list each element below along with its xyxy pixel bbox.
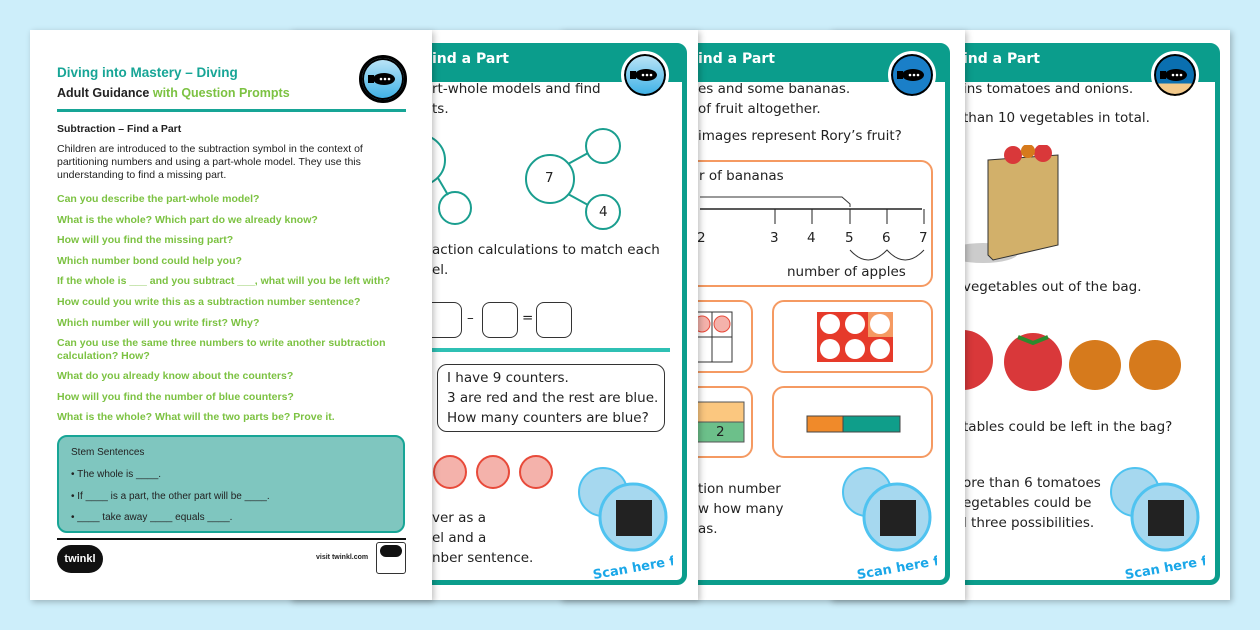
question-prompt: What is the whole? What will the two par… xyxy=(57,411,335,423)
bar-value: 2 xyxy=(716,424,725,440)
section-heading: Subtraction – Find a Part xyxy=(57,123,182,135)
stem-title: Stem Sentences xyxy=(71,447,145,458)
text-line: ore than 6 tomatoes xyxy=(963,475,1101,491)
text-line: vegetables out of the bag. xyxy=(963,279,1142,295)
number-line xyxy=(700,196,925,261)
tomato-icon xyxy=(1004,333,1062,391)
divider xyxy=(432,348,670,352)
question-prompt: How will you find the missing part? xyxy=(57,234,234,246)
text-line: ins tomatoes and onions. xyxy=(963,81,1134,97)
bubble-line: How many counters are blue? xyxy=(447,410,649,426)
grocery-bag-image xyxy=(963,145,1059,263)
stem-sentences-box: Stem Sentences • The whole is ____. • If… xyxy=(57,435,405,533)
submarine-icon xyxy=(621,51,669,99)
speech-bubble: I have 9 counters. 3 are red and the res… xyxy=(437,364,665,432)
subtitle-green: with Question Prompts xyxy=(152,86,290,100)
part-circle xyxy=(585,128,621,164)
text-line: tion number xyxy=(698,481,781,497)
page-subtitle: Adult Guidance with Question Prompts xyxy=(57,86,290,100)
qr-code-icon xyxy=(1148,500,1184,536)
bubble-line: I have 9 counters. xyxy=(447,370,569,386)
question-prompt: How will you find the number of blue cou… xyxy=(57,391,294,403)
text-line: el. xyxy=(432,262,449,278)
header-divider xyxy=(57,109,406,112)
twinkl-logo[interactable]: twinkl xyxy=(57,545,103,573)
text-line: es and some bananas. xyxy=(698,81,851,97)
text-line: action calculations to match each xyxy=(432,242,660,258)
ten-frame-option[interactable] xyxy=(772,300,933,373)
text-line: as. xyxy=(698,521,718,537)
bar-model-option[interactable]: 2 xyxy=(650,386,753,458)
tick-label: 3 xyxy=(770,230,779,246)
text-line: ts. xyxy=(432,101,449,117)
whole-value: 7 xyxy=(545,170,554,186)
cubes-option[interactable] xyxy=(772,386,933,458)
equals-sign: = xyxy=(522,310,534,326)
text-line: w how many xyxy=(698,501,784,517)
quality-badge-icon xyxy=(376,542,406,574)
tick-label: 7 xyxy=(919,230,928,246)
text-line: l three possibilities. xyxy=(963,515,1095,531)
tick-label: 2 xyxy=(697,230,706,246)
whole-circle xyxy=(525,154,575,204)
submarine-icon xyxy=(888,51,936,99)
answer-box[interactable] xyxy=(536,302,572,338)
answer-box[interactable] xyxy=(482,302,518,338)
visit-link[interactable]: visit twinkl.com xyxy=(316,554,369,561)
footer-divider xyxy=(57,538,406,540)
bubble-line: 3 are red and the rest are blue. xyxy=(447,390,659,406)
vegetables-image xyxy=(963,330,1181,391)
text-line: rt-whole models and find xyxy=(432,81,601,97)
question-prompt: What do you already know about the count… xyxy=(57,370,294,382)
question-prompt: Can you describe the part-whole model? xyxy=(57,193,260,205)
tick-label: 4 xyxy=(807,230,816,246)
sheet-title: ind a Part xyxy=(432,51,509,67)
stem-sentence: • The whole is ____. xyxy=(71,469,162,480)
text-line: egetables could be xyxy=(963,495,1092,511)
text-line: ver as a xyxy=(432,510,487,526)
part-value: 4 xyxy=(599,204,608,220)
page-title: Diving into Mastery – Diving xyxy=(57,65,238,80)
onion-icon xyxy=(1129,340,1181,390)
tomato-icon xyxy=(963,330,993,390)
question-prompt: If the whole is ___ and you subtract ___… xyxy=(57,275,391,287)
submarine-icon xyxy=(1151,51,1199,99)
minus-sign: – xyxy=(467,310,474,326)
stem-sentence: • If ____ is a part, the other part will… xyxy=(71,491,270,502)
qr-help-bubble[interactable]: Scan here for help! xyxy=(573,462,698,587)
part-circle xyxy=(585,194,621,230)
adult-guidance-page: Diving into Mastery – Diving Adult Guida… xyxy=(30,30,432,600)
number-line-top-label: r of bananas xyxy=(699,168,784,184)
intro-text: Children are introduced to the subtracti… xyxy=(57,143,363,181)
text-line: nber sentence. xyxy=(432,550,534,566)
qr-help-bubble[interactable]: Scan here for help! xyxy=(1105,462,1230,587)
tick-label: 5 xyxy=(845,230,854,246)
question-prompt: Which number will you write first? Why? xyxy=(57,317,260,329)
submarine-icon xyxy=(359,55,407,103)
text-line: tables could be left in the bag? xyxy=(963,419,1173,435)
subtitle-black: Adult Guidance xyxy=(57,86,150,100)
counters xyxy=(433,455,553,489)
part-whole-models xyxy=(394,128,621,230)
question-prompt: Can you use the same three numbers to wr… xyxy=(57,337,386,362)
text-line: of fruit altogether. xyxy=(698,101,821,117)
tick-label: 6 xyxy=(882,230,891,246)
qr-help-bubble[interactable]: Scan here for help! xyxy=(837,462,965,587)
stem-sentence: • ____ take away ____ equals ____. xyxy=(71,512,233,523)
number-line-bottom-label: number of apples xyxy=(787,264,906,280)
sheet-title: ind a Part xyxy=(963,51,1040,67)
question-prompt: What is the whole? Which part do we alre… xyxy=(57,214,318,226)
text-line: el and a xyxy=(432,530,487,546)
sheet-title: ind a Part xyxy=(698,51,775,67)
onion-icon xyxy=(1069,340,1121,390)
question-prompt: Which number bond could help you? xyxy=(57,255,242,267)
text-line: than 10 vegetables in total. xyxy=(963,110,1150,126)
question-prompt: How could you write this as a subtractio… xyxy=(57,296,361,308)
text-line: images represent Rory’s fruit? xyxy=(698,128,902,144)
